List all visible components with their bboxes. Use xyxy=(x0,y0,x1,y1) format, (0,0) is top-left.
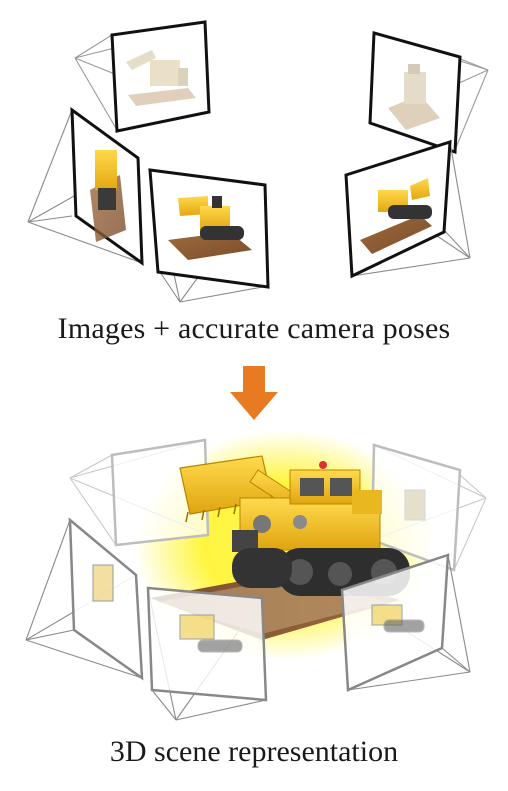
input-image xyxy=(388,64,440,130)
input-image xyxy=(90,150,126,242)
camera-frustum-icon xyxy=(340,553,471,692)
camera-frustum-icon xyxy=(69,438,210,547)
camera-frustum-icon xyxy=(146,586,268,721)
camera-frustum-icon xyxy=(344,139,471,279)
input-image xyxy=(126,50,196,106)
camera-frustum-icon xyxy=(27,106,144,266)
camera-frustum-icon xyxy=(148,168,270,303)
bottom-caption: 3D scene representation xyxy=(109,735,399,768)
top-caption: Images + accurate camera poses xyxy=(57,312,451,345)
input-image xyxy=(168,196,252,260)
camera-views-panel xyxy=(27,20,489,303)
input-image xyxy=(360,178,432,254)
camera-frustum-icon xyxy=(74,20,211,133)
camera-frustum-icon xyxy=(25,517,144,681)
camera-frustum-icon xyxy=(368,31,489,155)
